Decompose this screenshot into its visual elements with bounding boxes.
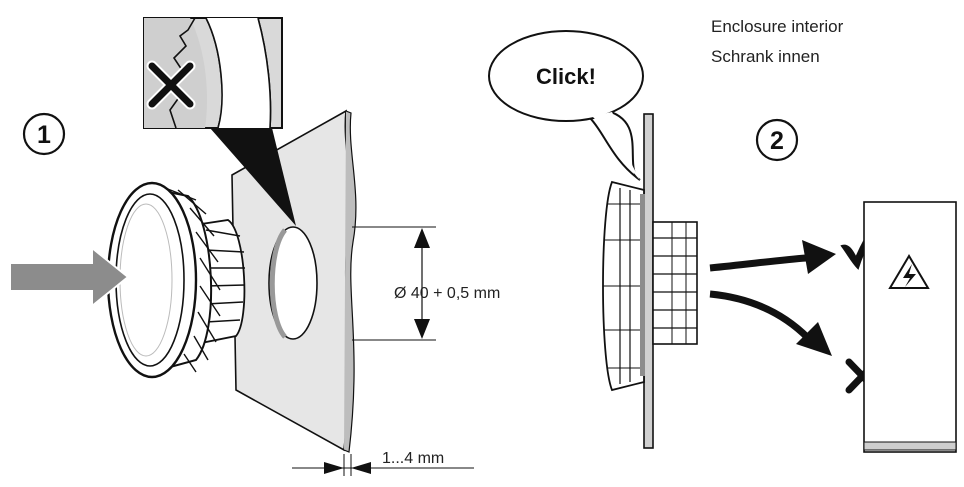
mounting-hole [268, 226, 318, 340]
hole-diameter-label: Ø 40 + 0,5 mm [394, 285, 500, 302]
wrong-insertion-cross-icon [146, 60, 196, 110]
panel-edge [343, 110, 357, 453]
panel-thickness-dimension: 1...4 mm [292, 450, 474, 476]
step-2-group: Click! 2 Enclosure interior Schrank inne… [488, 17, 957, 453]
push-arrow-icon [9, 245, 130, 309]
step-1-badge: 1 [22, 112, 66, 156]
mounted-knob-side [602, 180, 645, 392]
step-1-number: 1 [37, 121, 51, 149]
high-voltage-warning-icon [888, 254, 930, 289]
detail-magnified-box [143, 17, 283, 129]
click-label: Click! [536, 64, 596, 89]
panel-thickness-label: 1...4 mm [382, 450, 444, 467]
detail-callout-beam [210, 128, 296, 226]
enclosure-label-de: Schrank innen [711, 47, 820, 66]
mounted-panel-side [643, 113, 654, 449]
knob-assembly [106, 181, 246, 379]
enclosure-cabinet [863, 201, 957, 453]
click-speech-bubble: Click! [488, 30, 644, 181]
step-2-badge: 2 [755, 118, 799, 162]
step-1-group: 1 [9, 17, 500, 476]
hole-diameter-dimension: Ø 40 + 0,5 mm [352, 226, 500, 341]
step-2-number: 2 [770, 127, 784, 155]
wrong-path-arrow-icon [709, 290, 832, 356]
correct-path-arrow-icon [709, 240, 836, 274]
mounted-rear-clips [652, 221, 698, 345]
enclosure-label-en: Enclosure interior [711, 17, 844, 36]
